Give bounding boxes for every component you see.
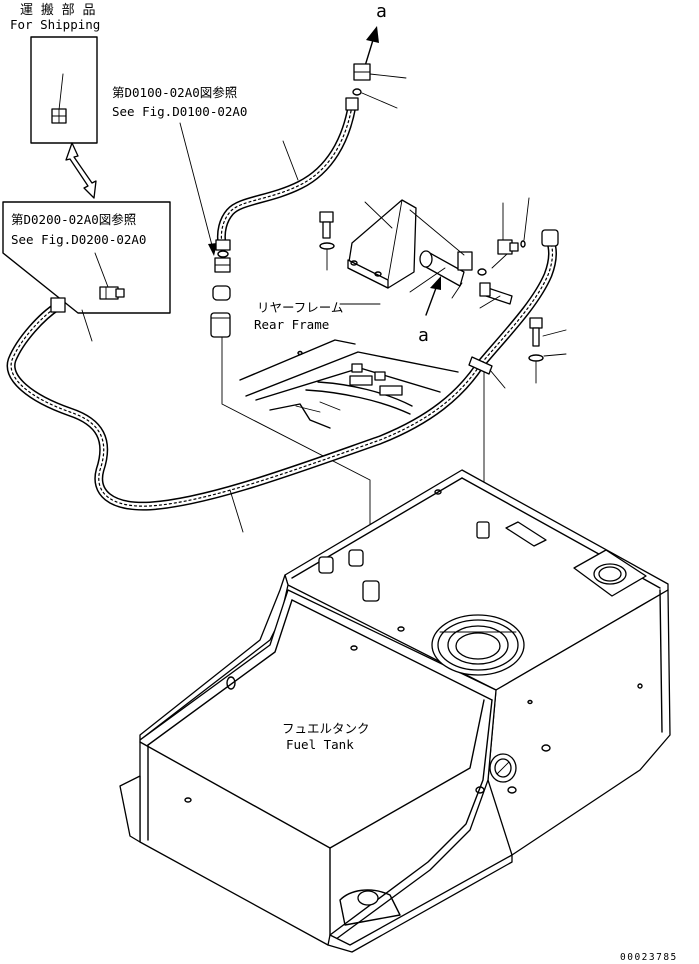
direction-arrow-icon xyxy=(430,276,441,290)
elbow-fitting-right xyxy=(491,197,530,269)
direction-arrow-top: a xyxy=(364,1,387,67)
elbow-fitting-d0200 xyxy=(99,286,125,300)
fuel-tank-label-en: Fuel Tank xyxy=(286,737,354,752)
rear-frame: リヤーフレーム Rear Frame xyxy=(239,300,459,429)
filler-cap xyxy=(431,614,525,676)
fuel-gauge xyxy=(475,753,517,794)
shipping-plug-fitting xyxy=(51,108,67,124)
drawing-number: 00023785 xyxy=(620,952,678,963)
for-shipping-label-jp: 運 搬 部 品 xyxy=(20,3,95,18)
fuel-tank-label-jp: フュエルタンク xyxy=(282,721,370,736)
for-shipping-box xyxy=(30,36,98,144)
bracket-bolt-left xyxy=(319,211,335,271)
see-fig-d0200-group: 第D0200-02A0図参照 See Fig.D0200-02A0 xyxy=(2,201,171,314)
for-shipping-label-en: For Shipping xyxy=(10,17,100,32)
fuel-tank: フュエルタンク Fuel Tank xyxy=(119,469,671,953)
for-shipping-group: 運 搬 部 品 For Shipping xyxy=(10,3,100,144)
inspection-port xyxy=(573,549,647,597)
see-fig-d0100-label-en: See Fig.D0100-02A0 xyxy=(112,104,247,119)
see-fig-d0100-label-jp: 第D0100-02A0図参照 xyxy=(112,85,237,100)
arrow-ref-top-label: a xyxy=(376,1,387,22)
bracket-bolt-right xyxy=(479,282,513,309)
filter-bracket-assembly xyxy=(347,199,487,299)
see-fig-d0100-group: 第D0100-02A0図参照 See Fig.D0100-02A0 xyxy=(112,85,247,256)
upper-hose-end-fittings xyxy=(210,239,231,338)
direction-arrow-icon xyxy=(366,26,379,43)
see-fig-d0200-label-jp: 第D0200-02A0図参照 xyxy=(11,212,136,227)
double-headed-arrow-icon xyxy=(65,142,97,199)
tank-top-bosses xyxy=(184,489,643,803)
arrow-ref-mid-label: a xyxy=(418,325,429,346)
clamp-bolt xyxy=(528,317,567,384)
rear-frame-label-en: Rear Frame xyxy=(254,317,329,332)
rear-frame-label-jp: リヤーフレーム xyxy=(257,300,343,315)
see-fig-d0200-label-en: See Fig.D0200-02A0 xyxy=(11,232,146,247)
top-connector-fitting xyxy=(352,63,407,109)
direction-arrow-mid: a xyxy=(418,276,441,346)
upper-hose xyxy=(216,97,359,249)
lower-hose xyxy=(6,229,559,533)
